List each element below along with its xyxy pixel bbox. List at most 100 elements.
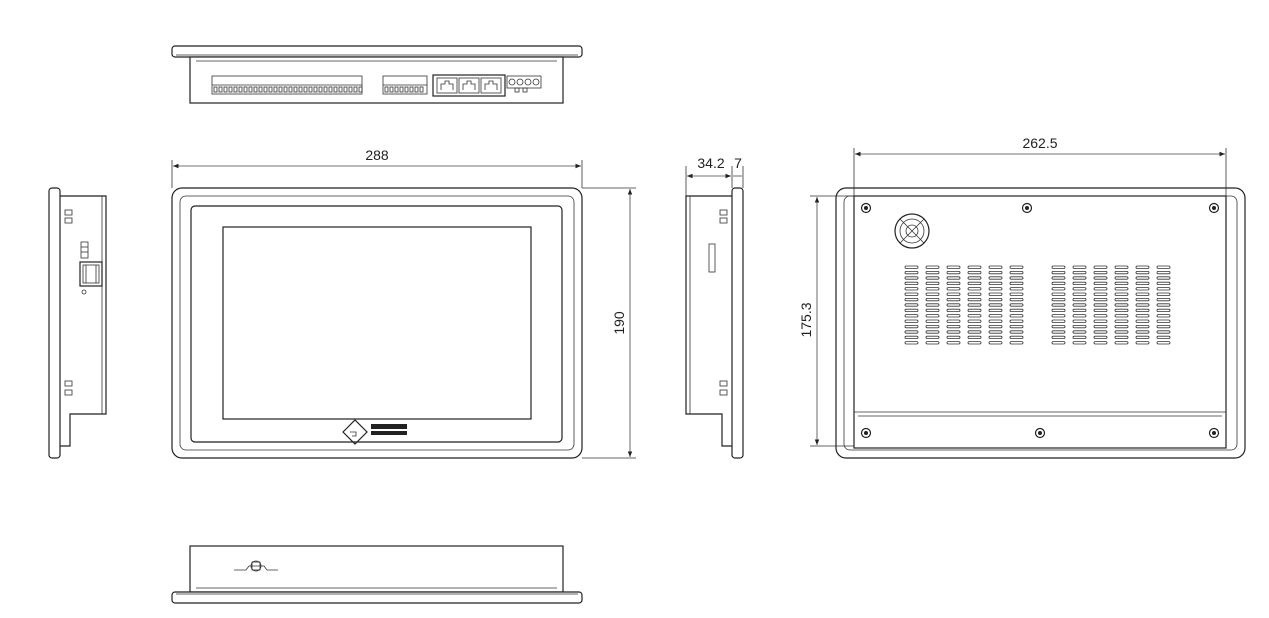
vent-slot: [1135, 265, 1150, 269]
terminal-pin: [298, 86, 303, 93]
vent-slot: [1156, 287, 1171, 291]
vent-slot: [1093, 319, 1108, 323]
left-side-view: [48, 187, 107, 459]
vent-slot: [1114, 297, 1129, 302]
dimension-back-height: 175.3: [798, 195, 854, 447]
vent-slot: [1093, 287, 1108, 291]
vent-slot: [904, 303, 919, 307]
vent-slot: [1072, 319, 1087, 323]
vent-slot: [1072, 335, 1087, 340]
vent-slot: [925, 330, 940, 334]
vent-slot: [1093, 297, 1108, 302]
vent-slot: [1093, 314, 1108, 318]
terminal-pin: [213, 86, 218, 93]
dimension-front-height: 190: [582, 187, 636, 459]
terminal-pin: [243, 86, 248, 93]
vent-slot: [1093, 330, 1108, 334]
vent-slot: [988, 335, 1003, 340]
terminal-pin: [228, 86, 233, 93]
vent-slot: [1156, 324, 1171, 329]
vent-slot: [904, 324, 919, 329]
vent-slot: [1051, 270, 1066, 275]
vent-slot: [1114, 330, 1129, 334]
vent-slot: [1114, 314, 1129, 318]
vent-slot: [967, 281, 982, 286]
vent-slot: [1093, 308, 1108, 313]
vent-slot: [1009, 330, 1024, 334]
vent-slot: [1051, 335, 1066, 340]
vent-slot: [1093, 324, 1108, 329]
terminal-pin: [333, 86, 338, 93]
vent-slot: [988, 292, 1003, 296]
terminal-pin: [263, 86, 268, 93]
vent-slot: [925, 308, 940, 313]
vent-slot: [1051, 314, 1066, 318]
vent-slot: [904, 276, 919, 280]
vent-slot: [925, 297, 940, 302]
back-view: [835, 187, 1246, 459]
terminal-pin: [303, 86, 308, 93]
vent-slot: [925, 281, 940, 286]
vent-slot: [967, 287, 982, 291]
vent-slot: [1072, 314, 1087, 318]
vent-slot: [1114, 276, 1129, 280]
ethernet-ports: [432, 74, 506, 97]
terminal-pin: [343, 86, 348, 93]
dimension-front-width: 288: [171, 147, 583, 188]
vent-slot: [1114, 281, 1129, 286]
vent-slot: [1009, 265, 1024, 269]
vent-slot: [925, 287, 940, 291]
vent-slot: [1135, 341, 1150, 345]
vent-slot: [925, 335, 940, 340]
vent-slot: [1156, 314, 1171, 318]
vent-slot: [988, 324, 1003, 329]
vent-slot: [988, 270, 1003, 275]
terminal-pin: [358, 86, 363, 93]
vent-slot: [967, 319, 982, 323]
vent-slot: [904, 330, 919, 334]
terminal-pin: [238, 86, 243, 93]
vent-slot: [1009, 303, 1024, 307]
vent-slot: [946, 335, 961, 340]
vent-slot: [1114, 319, 1129, 323]
vent-slot: [1114, 308, 1129, 313]
vent-slot: [1114, 270, 1129, 275]
screw-head: [864, 431, 868, 435]
vent-slot: [1072, 281, 1087, 286]
dimension-side-depth: 34.2 7: [685, 155, 744, 196]
vent-slot: [988, 287, 1003, 291]
vent-slot: [1072, 303, 1087, 307]
vent-slot: [925, 314, 940, 318]
vent-slot: [1135, 276, 1150, 280]
vent-slot: [1051, 319, 1066, 323]
vent-slot: [1009, 335, 1024, 340]
vent-slot: [967, 324, 982, 329]
power-connector: [506, 75, 542, 93]
top-view: [171, 45, 583, 104]
vent-slot: [1156, 303, 1171, 307]
vent-slot: [1156, 335, 1171, 340]
terminal-pin: [283, 86, 288, 93]
vent-slot: [1051, 265, 1066, 269]
vent-slot: [1072, 265, 1087, 269]
vent-slot: [925, 319, 940, 323]
vent-slot: [1009, 314, 1024, 318]
vent-slot: [904, 297, 919, 302]
terminal-pin: [419, 86, 424, 93]
vent-slot: [925, 270, 940, 275]
vent-slot: [1093, 341, 1108, 345]
vent-slot: [967, 314, 982, 318]
screw-head: [1212, 206, 1216, 210]
vent-slot: [946, 308, 961, 313]
vent-slot: [967, 330, 982, 334]
vent-slot: [988, 341, 1003, 345]
vent-slot: [946, 265, 961, 269]
terminal-pin: [338, 86, 343, 93]
terminal-pin: [318, 86, 323, 93]
vent-slot: [1135, 308, 1150, 313]
screw: [860, 427, 872, 439]
vent-slot: [1156, 292, 1171, 296]
vent-slot: [946, 330, 961, 334]
vent-slot: [946, 292, 961, 296]
